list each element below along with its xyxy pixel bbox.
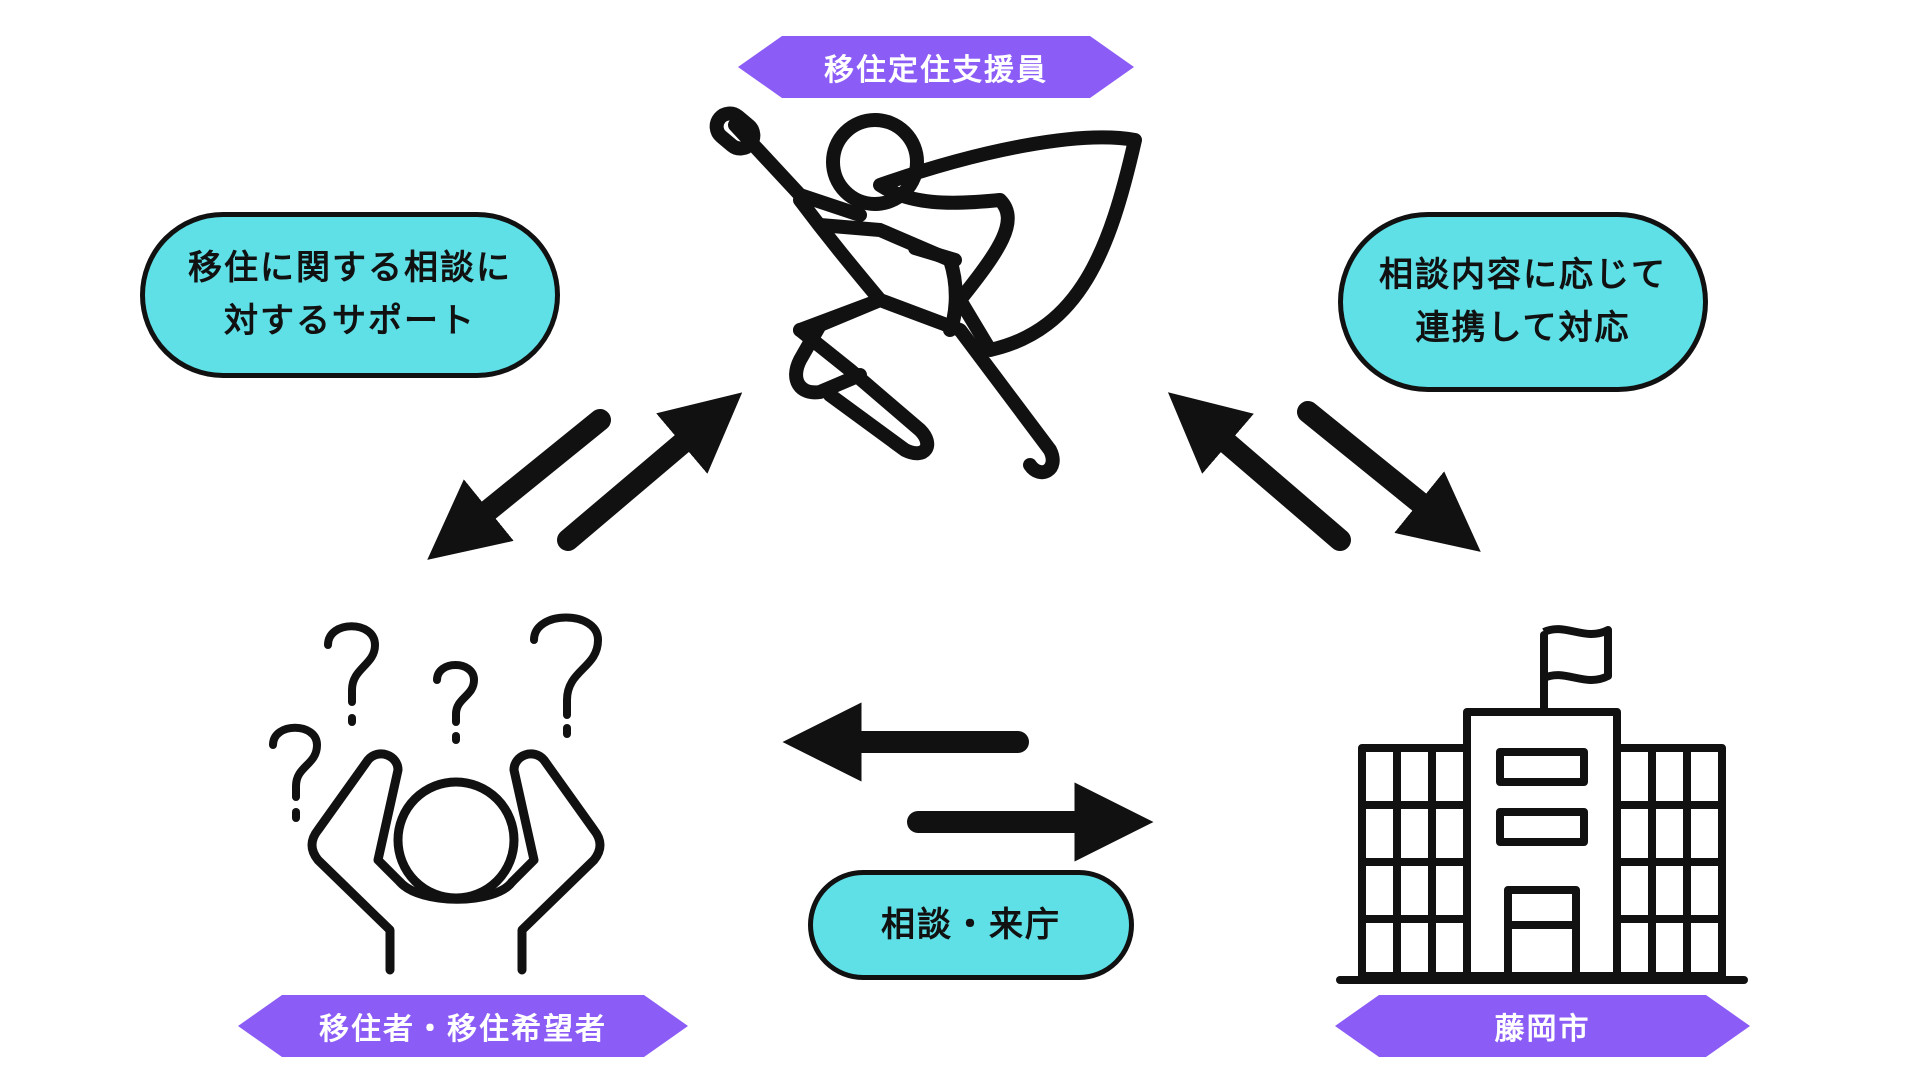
fujioka-city-label: 藤岡市 bbox=[1494, 1012, 1591, 1047]
consultation-support-line2: 対するサポート bbox=[224, 301, 476, 341]
consultation-support-line1: 移住に関する相談に bbox=[188, 248, 512, 289]
support-staff-tag: 移住定住支援員 bbox=[738, 36, 1134, 98]
support-staff-label: 移住定住支援員 bbox=[824, 53, 1048, 88]
consult-visit-bubble: 相談・来庁 bbox=[808, 870, 1134, 980]
double-arrow-icon-right bbox=[1167, 392, 1481, 552]
city-hall-icon bbox=[1336, 625, 1748, 984]
superhero-icon bbox=[709, 106, 1142, 480]
coordination-bubble: 相談内容に応じて 連携して対応 bbox=[1338, 212, 1708, 392]
horizontal-arrows bbox=[782, 702, 1154, 862]
migrants-tag: 移住者・移住希望者 bbox=[238, 995, 688, 1057]
question-mark-icon bbox=[269, 613, 603, 822]
consult-visit-label: 相談・来庁 bbox=[881, 904, 1061, 945]
consultation-support-bubble: 移住に関する相談に 対するサポート bbox=[140, 212, 560, 378]
fujioka-city-tag: 藤岡市 bbox=[1335, 995, 1750, 1057]
coordination-line2: 連携して対応 bbox=[1415, 308, 1631, 348]
double-arrow-icon bbox=[427, 392, 743, 560]
coordination-line1: 相談内容に応じて bbox=[1379, 255, 1667, 296]
confused-person-icon bbox=[307, 749, 605, 975]
migrants-label: 移住者・移住希望者 bbox=[319, 1012, 607, 1047]
